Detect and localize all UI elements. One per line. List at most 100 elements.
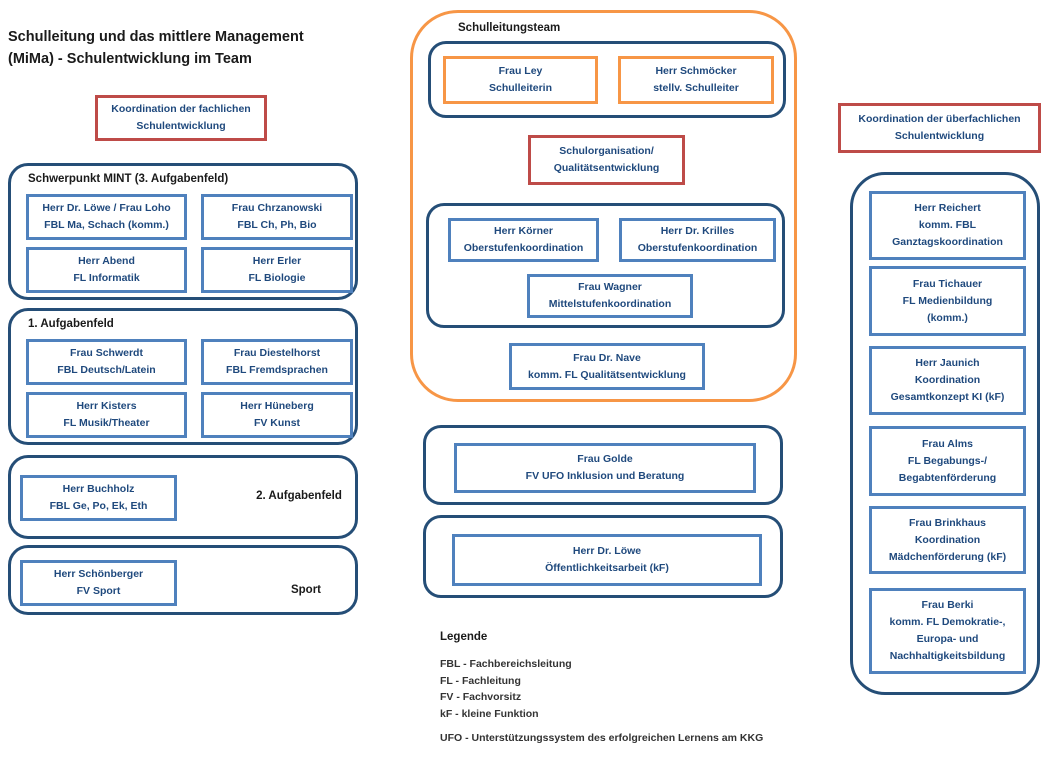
group-ueberfachlich: Herr Reichert komm. FBL Ganztagskoordina…	[850, 172, 1040, 695]
person-box-schwerdt: Frau Schwerdt FBL Deutsch/Latein	[26, 339, 187, 385]
person-name: Frau Schwerdt	[70, 347, 143, 359]
person-box-jaunich: Herr Jaunich Koordination Gesamtkonzept …	[869, 346, 1026, 415]
person-name: Frau Golde	[577, 453, 633, 465]
legend: Legende FBL - Fachbereichsleitung FL - F…	[440, 631, 763, 747]
person-role: Nachhaltigkeitsbildung	[889, 650, 1006, 662]
person-role: FL Medienbildung	[902, 294, 993, 307]
person-box-hueneberg: Herr Hüneberg FV Kunst	[201, 392, 353, 438]
person-role: FV UFO Inklusion und Beratung	[525, 470, 685, 482]
person-role: (komm.)	[927, 311, 968, 324]
person-name: Frau Chrzanowski	[231, 202, 323, 214]
person-name: Frau Ley	[498, 65, 543, 77]
person-name: Herr Hüneberg	[240, 400, 314, 412]
right-column-header-box: Koordination der überfachlichen Schulent…	[838, 103, 1041, 153]
person-role: komm. FBL	[918, 219, 977, 231]
person-box-tichauer: Frau Tichauer FL Medienbildung (komm.)	[869, 266, 1026, 336]
person-name: Herr Körner	[494, 225, 553, 237]
left-column-header-box: Koordination der fachlichen Schulentwick…	[95, 95, 267, 141]
page-title-line: Schulleitung und das mittlere Management	[8, 29, 304, 45]
person-role: FL Begabungs-/	[907, 454, 988, 467]
person-name: Herr Jaunich	[915, 357, 980, 369]
person-box-loewe-loho: Herr Dr. Löwe / Frau Loho FBL Ma, Schach…	[26, 194, 187, 240]
group-sport: Herr Schönberger FV Sport Sport	[8, 545, 358, 615]
group-mint-label: Schwerpunkt MINT (3. Aufgabenfeld)	[28, 173, 229, 185]
person-role: FV Kunst	[253, 417, 301, 429]
person-box-wagner: Frau Wagner Mittelstufenkoordination	[527, 274, 693, 318]
person-box-berki: Frau Berki komm. FL Demokratie-, Europa-…	[869, 588, 1026, 674]
group-aufgabenfeld-2-label: 2. Aufgabenfeld	[256, 490, 342, 502]
person-name: Herr Schönberger	[53, 568, 144, 580]
person-role: FL Informatik	[73, 272, 140, 284]
group-loewe: Herr Dr. Löwe Öffentlichkeitsarbeit (kF)	[423, 515, 783, 598]
person-role: Mädchenförderung (kF)	[888, 550, 1007, 563]
person-role: Europa- und	[916, 633, 979, 645]
person-role: Gesamtkonzept KI (kF)	[890, 391, 1005, 403]
person-name: Herr Dr. Löwe	[572, 545, 642, 557]
header-line: Schulentwicklung	[894, 130, 985, 142]
person-box-kisters: Herr Kisters FL Musik/Theater	[26, 392, 187, 438]
person-role: komm. FL Qualitätsentwicklung	[528, 368, 686, 381]
header-line: Koordination der überfachlichen	[858, 113, 1021, 125]
person-role: FL Musik/Theater	[63, 417, 150, 429]
legend-item: UFO - Unterstützungssystem des erfolgrei…	[440, 732, 764, 744]
legend-item: FL - Fachleitung	[440, 674, 521, 687]
group-aufgabenfeld-1: 1. Aufgabenfeld Frau Schwerdt FBL Deutsc…	[8, 308, 358, 445]
person-box-koerner: Herr Körner Oberstufenkoordination	[448, 218, 599, 262]
person-box-golde: Frau Golde FV UFO Inklusion und Beratung	[454, 443, 756, 493]
subgroup-leaders: Frau Ley Schulleiterin Herr Schmöcker st…	[428, 41, 786, 118]
person-name: Frau Berki	[921, 599, 974, 611]
person-box-schoenberger: Herr Schönberger FV Sport	[20, 560, 177, 606]
person-name: Frau Wagner	[578, 281, 642, 293]
legend-item: kF - kleine Funktion	[440, 707, 539, 720]
person-role: Schulleiterin	[488, 82, 552, 94]
person-name: Herr Reichert	[914, 202, 981, 214]
person-name: Herr Buchholz	[62, 483, 135, 495]
legend-item: FBL - Fachbereichsleitung	[440, 658, 572, 670]
person-box-buchholz: Herr Buchholz FBL Ge, Po, Ek, Eth	[20, 475, 177, 521]
group-mint: Schwerpunkt MINT (3. Aufgabenfeld) Herr …	[8, 163, 358, 300]
person-role: Ganztagskoordination	[892, 236, 1003, 248]
person-box-reichert: Herr Reichert komm. FBL Ganztagskoordina…	[869, 191, 1026, 260]
org-quality-box: Schulorganisation/ Qualitätsentwicklung	[528, 135, 685, 185]
person-box-loewe: Herr Dr. Löwe Öffentlichkeitsarbeit (kF)	[452, 534, 762, 586]
person-role: Koordination	[914, 533, 981, 546]
subgroup-coordinators: Herr Körner Oberstufenkoordination Herr …	[426, 203, 785, 328]
page-title-line: (MiMa) - Schulentwicklung im Team	[8, 51, 252, 67]
person-role: Oberstufenkoordination	[637, 242, 758, 254]
person-box-nave: Frau Dr. Nave komm. FL Qualitätsentwickl…	[509, 343, 705, 390]
person-name: Frau Brinkhaus	[908, 516, 987, 529]
person-name: Herr Erler	[252, 255, 302, 267]
person-role: FBL Deutsch/Latein	[57, 364, 156, 376]
legend-title: Legende	[440, 631, 488, 643]
person-name: Herr Abend	[78, 255, 135, 267]
group-aufgabenfeld-1-label: 1. Aufgabenfeld	[28, 318, 114, 330]
person-box-abend: Herr Abend FL Informatik	[26, 247, 187, 293]
group-schulleitungsteam: Schulleitungsteam Frau Ley Schulleiterin…	[410, 10, 797, 402]
person-role: Koordination	[914, 374, 981, 386]
person-role: Öffentlichkeitsarbeit (kF)	[545, 562, 669, 574]
group-sport-label: Sport	[290, 584, 322, 596]
person-role: FL Biologie	[248, 272, 306, 284]
header-line: Schulentwicklung	[136, 120, 226, 132]
group-schulleitungsteam-label: Schulleitungsteam	[458, 22, 561, 34]
page-title: Schulleitung und das mittlere Management…	[8, 26, 304, 70]
person-role: stellv. Schulleiter	[653, 82, 739, 94]
person-role: FBL Ge, Po, Ek, Eth	[49, 500, 148, 512]
person-name: Herr Schmöcker	[655, 65, 737, 77]
person-box-schmoecker: Herr Schmöcker stellv. Schulleiter	[618, 56, 774, 104]
org-line: Schulorganisation/	[559, 145, 654, 157]
person-name: Herr Dr. Krilles	[660, 225, 735, 237]
person-role: Begabtenförderung	[898, 471, 997, 484]
group-aufgabenfeld-2: Herr Buchholz FBL Ge, Po, Ek, Eth 2. Auf…	[8, 455, 358, 539]
person-name: Frau Alms	[922, 437, 973, 450]
person-role: Oberstufenkoordination	[463, 242, 584, 254]
person-name: Frau Diestelhorst	[233, 347, 321, 359]
person-role: FBL Fremdsprachen	[226, 364, 328, 376]
person-role: FV Sport	[76, 585, 121, 597]
person-name: Herr Kisters	[76, 400, 137, 412]
person-box-krilles: Herr Dr. Krilles Oberstufenkoordination	[619, 218, 776, 262]
legend-item: FV - Fachvorsitz	[440, 691, 522, 703]
person-role: komm. FL Demokratie-,	[889, 616, 1006, 628]
person-box-diestelhorst: Frau Diestelhorst FBL Fremdsprachen	[201, 339, 353, 385]
